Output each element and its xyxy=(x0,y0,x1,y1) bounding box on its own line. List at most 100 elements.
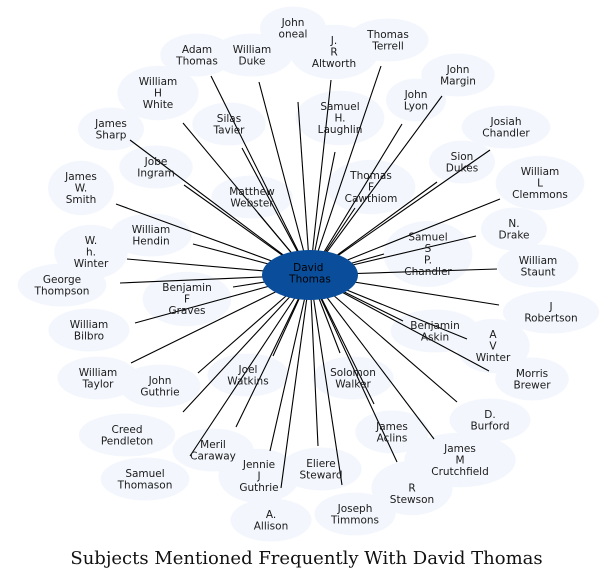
center-label-line: David xyxy=(293,262,323,274)
node-label-line: Hendin xyxy=(132,235,169,247)
node-n-drake[interactable]: N.Drake xyxy=(498,218,529,242)
node-label-line: Morris xyxy=(516,368,548,380)
node-label-line: Watkins xyxy=(227,375,268,387)
node-label-line: James xyxy=(94,118,127,130)
node-label-line: Walker xyxy=(335,378,371,390)
node-halo-morris-brewer xyxy=(495,357,569,401)
node-label-line: W. xyxy=(85,235,98,247)
node-label-line: F xyxy=(368,182,374,194)
node-d-burford[interactable]: D.Burford xyxy=(470,409,509,433)
node-halo-william-taylor xyxy=(57,356,139,400)
node-label-line: Benjamin xyxy=(162,282,211,294)
center-node[interactable] xyxy=(262,250,358,300)
node-label-line: Joel xyxy=(238,364,258,376)
edge-to-eliere-steward xyxy=(309,274,319,447)
node-label-line: William xyxy=(519,255,557,267)
node-label-line: William xyxy=(521,166,559,178)
node-halo-benjamin-f-graves xyxy=(142,271,232,327)
node-label-line: Thomason xyxy=(117,479,173,491)
node-label-line: Allison xyxy=(254,520,288,532)
node-label-line: A. xyxy=(266,509,276,521)
graph-caption: Subjects Mentioned Frequently With David… xyxy=(70,548,543,569)
node-label-line: H xyxy=(154,88,162,100)
node-label-line: Samuel xyxy=(125,468,164,480)
node-label-line: P. xyxy=(424,254,432,266)
node-label-line: White xyxy=(143,99,174,111)
node-label-line: Sharp xyxy=(96,129,127,141)
node-label-line: D. xyxy=(484,409,495,421)
node-halo-joseph-timmons xyxy=(314,492,396,536)
center-node-group[interactable]: David Thomas xyxy=(262,250,358,300)
edge-to-r-stewson xyxy=(309,274,398,463)
node-halo-adam-thomas xyxy=(160,33,234,77)
node-label-line: Margin xyxy=(440,75,476,87)
node-label-line: Samuel xyxy=(320,101,359,113)
node-halos xyxy=(17,6,600,542)
edge-to-william-duke xyxy=(258,81,311,276)
node-label-line: Thomas xyxy=(349,170,392,182)
node-label-line: Taylor xyxy=(82,378,115,390)
node-label-line: Guthrie xyxy=(239,482,278,494)
node-label-line: Winter xyxy=(74,258,109,270)
node-a-allison[interactable]: A.Allison xyxy=(254,509,288,533)
node-label-line: John xyxy=(148,375,172,387)
node-label-line: Laughlin xyxy=(318,124,363,136)
node-halo-william-duke xyxy=(211,33,293,77)
node-label-line: R xyxy=(330,47,337,59)
node-w-h-winter[interactable]: W.h.Winter xyxy=(74,235,109,270)
center-label-line: Thomas xyxy=(288,274,331,286)
node-label-line: oneal xyxy=(279,28,308,40)
node-label-line: Joseph xyxy=(337,503,373,515)
node-label-line: Winter xyxy=(476,352,511,364)
center-node-label: David Thomas xyxy=(288,262,331,286)
node-label-line: John xyxy=(404,89,428,101)
node-label-line: Graves xyxy=(168,305,205,317)
node-label-line: William xyxy=(70,319,108,331)
node-label-line: Josiah xyxy=(490,116,522,128)
node-label-line: J xyxy=(548,301,552,313)
node-label-line: Webster xyxy=(230,197,274,209)
node-label-line: H. xyxy=(334,113,345,125)
